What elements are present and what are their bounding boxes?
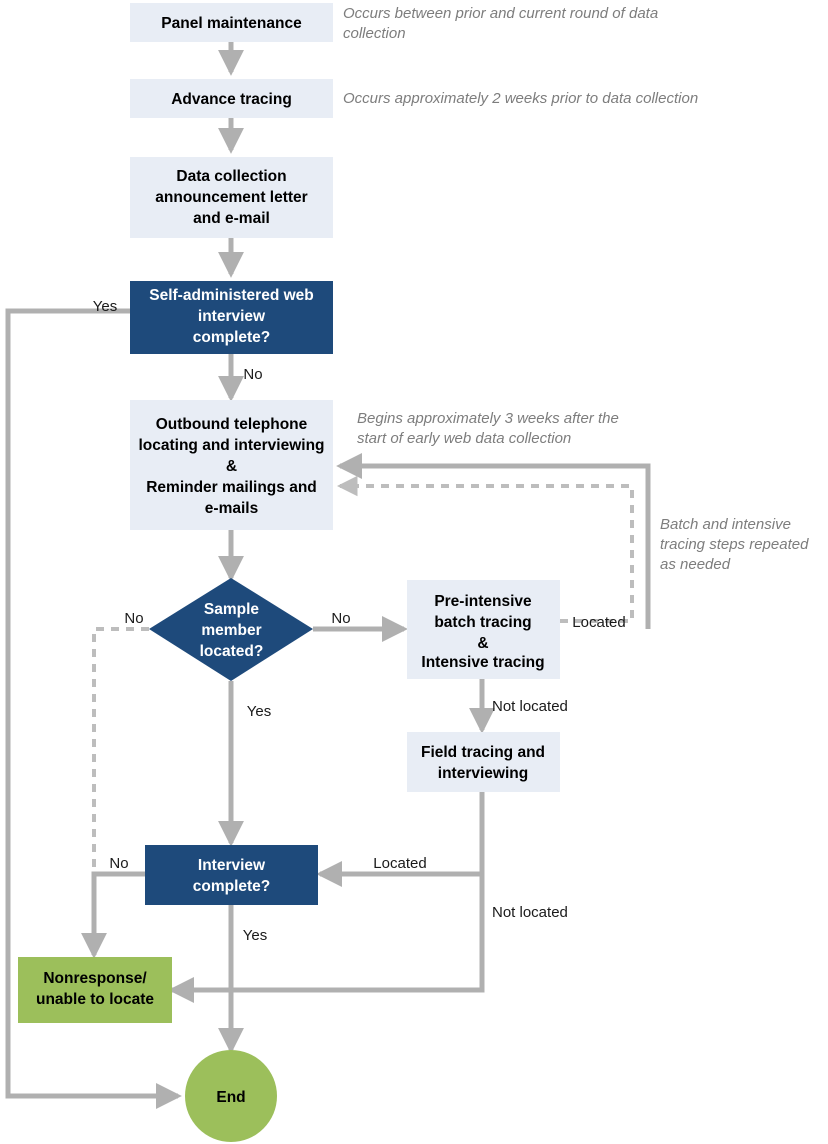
edge-label-field-not-located: Not located [492, 904, 568, 921]
node-panel-maintenance[interactable]: Panel maintenance [130, 3, 333, 42]
annotation-outbound-line-1: start of early web data collection [357, 430, 571, 447]
node-field-tracing[interactable]: Field tracing and interviewing [407, 732, 560, 792]
edge-label-sample-yes: Yes [247, 703, 271, 720]
node-batch-tracing-line-0: Pre-intensive [434, 593, 532, 610]
node-nonresponse-line-1: unable to locate [36, 991, 154, 1008]
edge-web-yes-to-end [5, 308, 182, 1109]
node-sample-located-line-2: located? [200, 643, 264, 660]
node-panel-maintenance-line-0: Panel maintenance [161, 15, 302, 32]
node-web-interview-decision[interactable]: Self-administered web interview complete… [130, 281, 333, 354]
annotation-panel-line-1: collection [343, 25, 406, 42]
node-outbound-line-4: e-mails [205, 500, 258, 517]
edge-field-notlocated-to-nonresponse [168, 874, 485, 1003]
edge-batch-located-dashed-to-outbound [336, 475, 634, 623]
node-sample-located-line-0: Sample [204, 601, 260, 618]
annotation-advance-line-0: Occurs approximately 2 weeks prior to da… [343, 90, 698, 107]
dashed-connector-layer [92, 475, 634, 874]
node-field-tracing-line-1: interviewing [438, 765, 528, 782]
edge-sample-no-left-dashed [92, 627, 149, 874]
edge-label-web-yes: Yes [93, 298, 117, 315]
node-web-interview-line-0: Self-administered web [149, 287, 314, 304]
node-interview-complete-line-0: Interview [198, 857, 266, 874]
node-announcement-line-1: announcement letter [155, 189, 307, 206]
node-end-terminal[interactable]: End [185, 1050, 277, 1142]
node-sample-located-line-1: member [201, 622, 261, 639]
node-field-tracing-line-0: Field tracing and [421, 744, 545, 761]
node-batch-tracing-line-1: batch tracing [434, 614, 531, 631]
node-announcement-letter[interactable]: Data collection announcement letter and … [130, 157, 333, 238]
node-batch-tracing[interactable]: Pre-intensive batch tracing & Intensive … [407, 580, 560, 679]
node-batch-tracing-line-2: & [477, 635, 488, 652]
node-nonresponse[interactable]: Nonresponse/ unable to locate [18, 957, 172, 1023]
edge-label-field-located: Located [373, 855, 426, 872]
edge-label-web-no: No [243, 366, 262, 383]
edge-label-interview-no: No [109, 855, 128, 872]
node-batch-tracing-line-3: Intensive tracing [421, 654, 544, 671]
node-end-label: End [216, 1089, 245, 1106]
edge-label-sample-no-left: No [124, 610, 143, 627]
annotation-layer: Occurs between prior and current round o… [343, 5, 809, 573]
annotation-repeat-line-2: as needed [660, 556, 731, 573]
annotation-panel-line-0: Occurs between prior and current round o… [343, 5, 658, 22]
node-interview-complete-line-1: complete? [193, 878, 271, 895]
node-web-interview-line-1: interview [198, 308, 266, 325]
edge-batch-located-to-outbound [336, 453, 651, 629]
edge-label-batch-located: Located [572, 614, 625, 631]
node-outbound-line-2: & [226, 458, 237, 475]
node-nonresponse-line-0: Nonresponse/ [43, 970, 147, 987]
node-outbound-line-1: locating and interviewing [138, 437, 324, 454]
node-outbound-telephone[interactable]: Outbound telephone locating and intervie… [130, 400, 333, 530]
connector-layer [5, 42, 651, 1109]
edge-label-batch-not-located: Not located [492, 698, 568, 715]
annotation-repeat-line-1: tracing steps repeated [660, 536, 809, 553]
node-advance-tracing-line-0: Advance tracing [171, 91, 292, 108]
node-web-interview-line-2: complete? [193, 329, 271, 346]
node-outbound-line-0: Outbound telephone [156, 416, 308, 433]
edge-label-interview-yes: Yes [243, 927, 267, 944]
node-sample-member-located-decision[interactable]: Sample member located? [149, 578, 313, 681]
node-advance-tracing[interactable]: Advance tracing [130, 79, 333, 118]
node-outbound-line-3: Reminder mailings and [146, 479, 317, 496]
edge-label-sample-no-right: No [331, 610, 350, 627]
annotation-repeat-line-0: Batch and intensive [660, 516, 791, 533]
node-interview-complete-decision[interactable]: Interview complete? [145, 845, 318, 905]
edge-label-layer: Yes No No No Yes Located Not located Loc… [93, 298, 626, 944]
edge-interview-no-to-nonresponse [81, 871, 145, 959]
node-announcement-line-2: and e-mail [193, 210, 270, 227]
annotation-outbound-line-0: Begins approximately 3 weeks after the [357, 410, 619, 427]
node-announcement-line-0: Data collection [176, 168, 286, 185]
